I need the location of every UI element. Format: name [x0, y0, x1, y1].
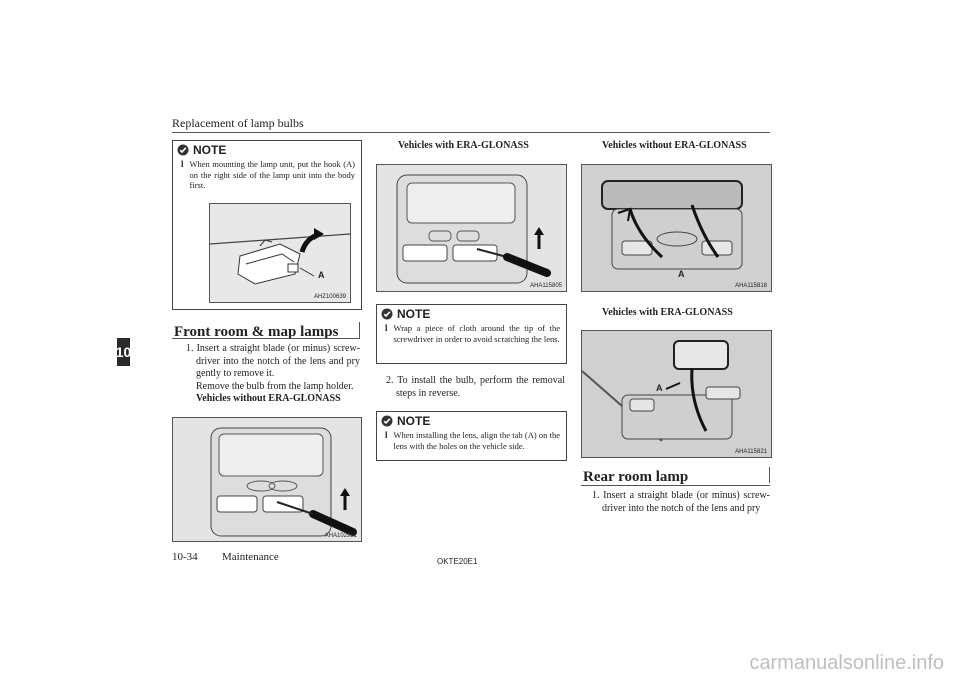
step-2-text: 2. To install the bulb, perform the remo…: [386, 375, 565, 399]
step-1-remove: Remove the bulb from the lamp holder.: [196, 381, 354, 392]
bullet-icon: l: [181, 159, 184, 169]
caption-with-era: Vehicles with ERA-GLONASS: [398, 140, 529, 151]
figure-lens-without: A AHA115818: [581, 164, 772, 292]
footer-section: Maintenance: [222, 551, 279, 563]
front-lamp-illustration: [210, 427, 357, 537]
figure-front-lamp-without: AHA102931: [172, 417, 362, 542]
figure-label-a: A: [678, 269, 685, 279]
step-1-text: 1. Insert a straight blade (or minus) sc…: [186, 343, 360, 379]
heading-tick: [769, 467, 770, 483]
section-heading-rear: Rear room lamp: [583, 469, 689, 485]
note-label: NOTE: [397, 307, 431, 321]
page-header: Replacement of lamp bulbs: [172, 116, 304, 130]
caption-with-era-2: Vehicles with ERA-GLONASS: [602, 307, 733, 318]
figure-lamp-hook: A AHZ100639: [209, 203, 351, 303]
heading-tick: [359, 322, 360, 338]
lens-tab-illustration: [582, 165, 771, 291]
note-body: l When installing the lens, align the ta…: [377, 430, 566, 455]
bullet-icon: l: [385, 430, 388, 440]
lamp-hook-illustration: [210, 228, 350, 285]
note-header: NOTE: [173, 141, 361, 159]
doc-code: OKTE20E1: [437, 557, 478, 566]
page-number: 10-34: [172, 551, 198, 563]
figure-label-a: A: [656, 383, 663, 393]
note-icon: [381, 415, 393, 427]
note-text: When installing the lens, align the tab …: [393, 430, 560, 451]
note-body: l When mounting the lamp unit, put the h…: [173, 159, 361, 195]
figure-code: AHA102931: [324, 533, 357, 539]
caption-without-era: Vehicles without ERA-GLONASS: [196, 393, 341, 404]
rear-step-1-text: 1. Insert a straight blade (or minus) sc…: [592, 490, 770, 514]
note-box-1: NOTE l When mounting the lamp unit, put …: [172, 140, 362, 310]
watermark: carmanualsonline.info: [749, 652, 944, 674]
figure-code: AHA115805: [530, 283, 562, 289]
note-header: NOTE: [377, 412, 566, 430]
front-lamp-era-illustration: [396, 174, 551, 284]
note-icon: [381, 308, 393, 320]
figure-front-lamp-with: AHA115805: [376, 164, 567, 292]
note-icon: [177, 144, 189, 156]
note-body: l Wrap a piece of cloth around the tip o…: [377, 323, 566, 348]
note-label: NOTE: [397, 414, 431, 428]
bullet-icon: l: [385, 323, 388, 333]
note-text: When mounting the lamp unit, put the hoo…: [189, 159, 355, 190]
note-label: NOTE: [193, 143, 227, 157]
figure-code: AHA115821: [735, 449, 767, 455]
section-heading-front: Front room & map lamps: [174, 324, 339, 340]
header-rule: [172, 132, 770, 133]
figure-code: AHA115818: [735, 283, 767, 289]
chapter-tab: 10: [116, 338, 131, 366]
heading-rule: [581, 485, 770, 486]
figure-lens-with: A AHA115821: [581, 330, 772, 458]
lens-tab-era-illustration: [582, 331, 771, 457]
note-header: NOTE: [377, 305, 566, 323]
figure-label-a: A: [318, 270, 325, 280]
heading-rule: [172, 338, 360, 339]
note-box-2: NOTE l Wrap a piece of cloth around the …: [376, 304, 567, 364]
figure-code: AHZ100639: [313, 294, 346, 300]
note-box-3: NOTE l When installing the lens, align t…: [376, 411, 567, 461]
note-text: Wrap a piece of cloth around the tip of …: [393, 323, 560, 344]
caption-without-era-2: Vehicles without ERA-GLONASS: [602, 140, 747, 151]
